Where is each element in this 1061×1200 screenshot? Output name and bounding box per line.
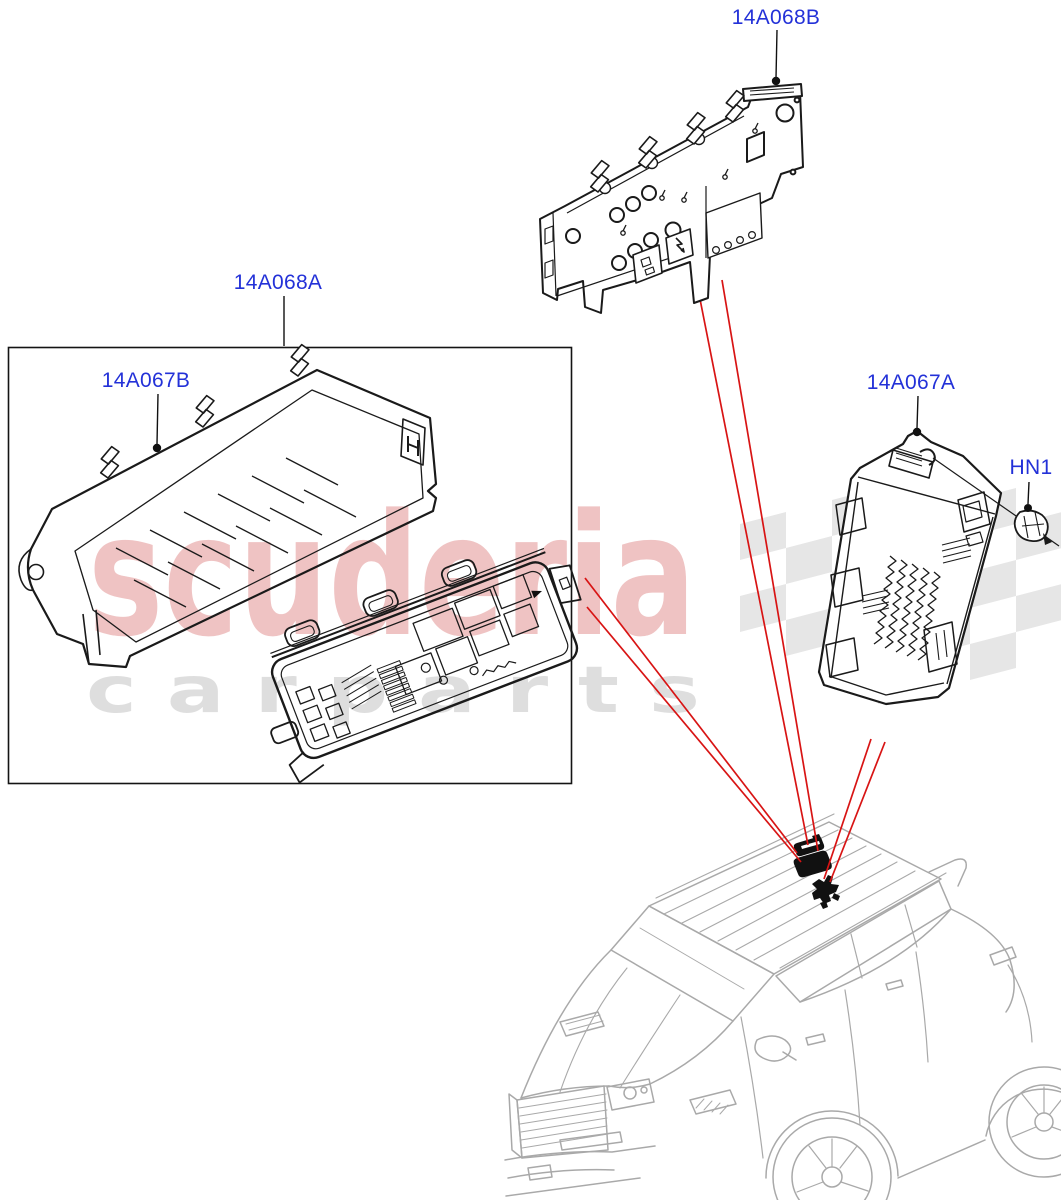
- bracket-drawing: [539, 83, 804, 314]
- part-label-14A068A[interactable]: 14A068A: [233, 271, 323, 294]
- part-label-14A067B[interactable]: 14A067B: [101, 369, 191, 392]
- roof-fusebox-mark: [793, 850, 832, 878]
- cover-drawing: [18, 341, 438, 669]
- fixing-nut-drawing: [932, 457, 1060, 547]
- junction-box-drawing: [817, 429, 1003, 706]
- watermark-brand-text: scuderia: [88, 478, 696, 674]
- red-leader-lines: [584, 279, 886, 883]
- roof-module-locations: [793, 834, 840, 909]
- fuse-board-drawing: [270, 547, 582, 784]
- part-label-HN1[interactable]: HN1: [1009, 456, 1053, 479]
- label-leader-lines: [156, 29, 1030, 505]
- assembly-frame: [7, 346, 573, 785]
- part-label-14A068B[interactable]: 14A068B: [731, 6, 821, 29]
- part-label-14A067A[interactable]: 14A067A: [866, 371, 956, 394]
- watermark-carparts-text: c a r p a r t s: [86, 654, 700, 728]
- roof-clip-mark: [812, 875, 839, 904]
- leader-dots: [152, 76, 1032, 512]
- vehicle-illustration: [504, 813, 1061, 1200]
